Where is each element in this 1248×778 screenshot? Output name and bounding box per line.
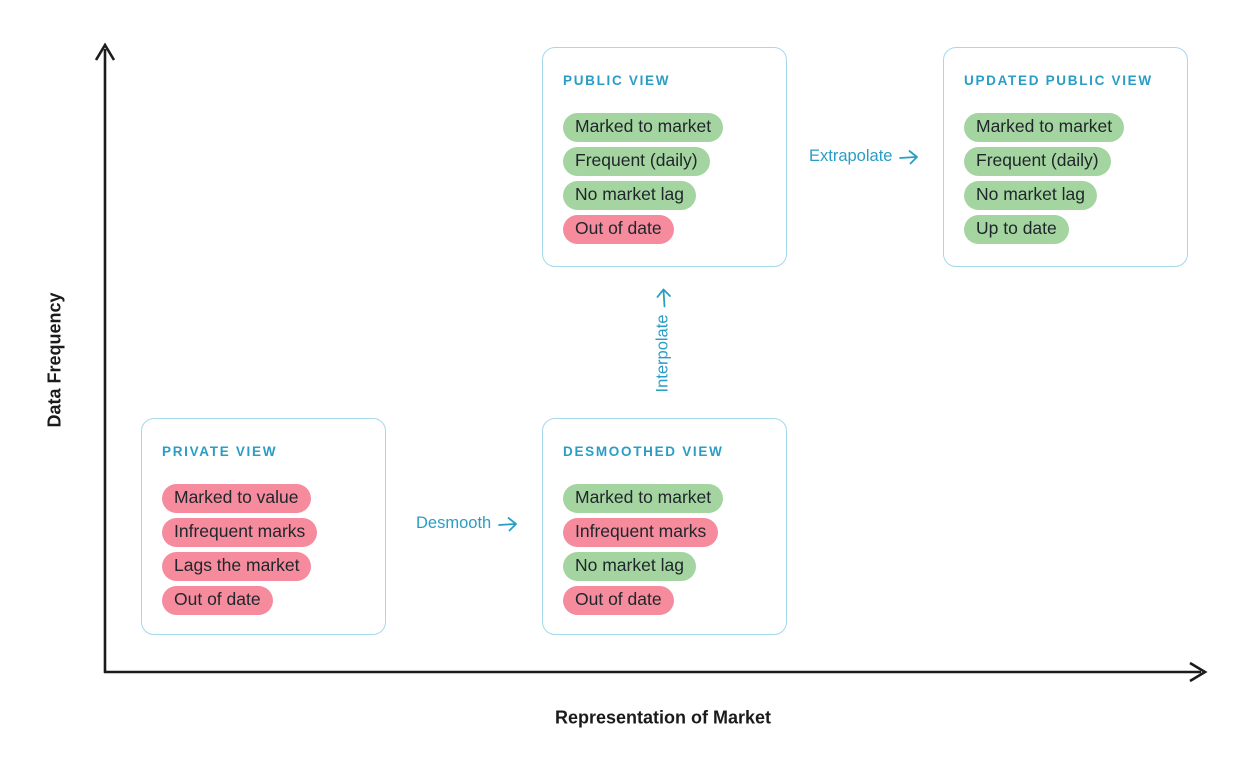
tag-list: Marked to market Infrequent marks No mar…	[563, 484, 766, 615]
status-tag: Out of date	[563, 215, 674, 244]
box-title: PUBLIC VIEW	[563, 73, 671, 88]
status-tag: Out of date	[162, 586, 273, 615]
box-desmoothed-view: DESMOOTHED VIEW Marked to market Infrequ…	[542, 418, 787, 635]
arrow-right-icon	[899, 149, 919, 164]
x-axis-label: Representation of Market	[554, 707, 772, 728]
status-tag: Marked to market	[563, 484, 724, 513]
transition-desmooth: Desmooth	[416, 514, 518, 533]
status-tag: Out of date	[563, 586, 674, 615]
y-axis-arrowhead-icon	[94, 42, 116, 61]
tag-list: Marked to market Frequent (daily) No mar…	[563, 113, 766, 244]
box-title: DESMOOTHED VIEW	[563, 444, 724, 459]
y-axis-label: Data Frequency	[44, 292, 65, 428]
status-tag: Marked to market	[563, 113, 724, 142]
box-updated-public-view: UPDATED PUBLIC VIEW Marked to market Fre…	[943, 47, 1188, 267]
box-title: UPDATED PUBLIC VIEW	[964, 73, 1153, 88]
box-title: PRIVATE VIEW	[162, 444, 278, 459]
transition-label: Interpolate	[653, 314, 672, 393]
arrow-up-icon	[656, 288, 671, 308]
status-tag: Marked to market	[964, 113, 1125, 142]
status-tag: No market lag	[964, 181, 1097, 210]
status-tag: No market lag	[563, 181, 696, 210]
status-tag: Frequent (daily)	[964, 147, 1111, 176]
transition-label: Desmooth	[416, 514, 492, 532]
x-axis-arrowhead-icon	[1189, 661, 1208, 683]
transition-interpolate: Interpolate	[653, 288, 673, 393]
status-tag: No market lag	[563, 552, 696, 581]
status-tag: Marked to value	[162, 484, 311, 513]
tag-list: Marked to value Infrequent marks Lags th…	[162, 484, 365, 615]
transition-extrapolate: Extrapolate	[809, 147, 919, 166]
status-tag: Infrequent marks	[563, 518, 719, 547]
status-tag: Lags the market	[162, 552, 312, 581]
tag-list: Marked to market Frequent (daily) No mar…	[964, 113, 1167, 244]
transition-label: Extrapolate	[809, 147, 893, 165]
box-private-view: PRIVATE VIEW Marked to value Infrequent …	[141, 418, 386, 635]
status-tag: Up to date	[964, 215, 1069, 244]
box-public-view: PUBLIC VIEW Marked to market Frequent (d…	[542, 47, 787, 267]
status-tag: Frequent (daily)	[563, 147, 710, 176]
status-tag: Infrequent marks	[162, 518, 318, 547]
arrow-right-icon	[498, 516, 518, 531]
